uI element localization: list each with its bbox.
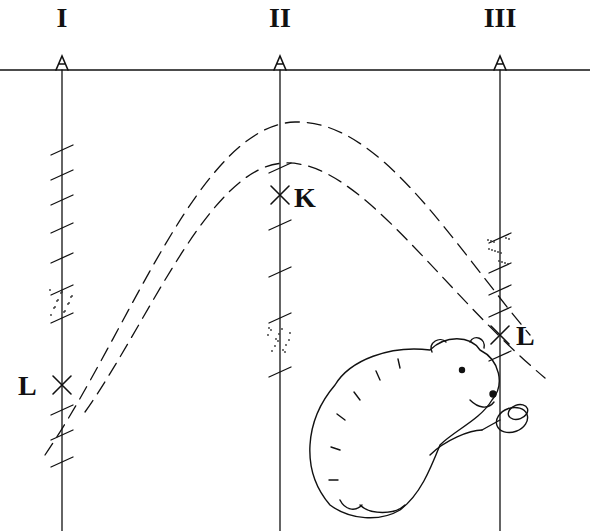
survey-markers [56, 56, 506, 70]
borehole-number: III [484, 4, 517, 32]
ground-line [0, 69, 590, 71]
bear-figure [310, 338, 531, 518]
marker-crosses [53, 186, 509, 394]
fold-curves [45, 122, 545, 455]
marker-letter: L [516, 322, 535, 350]
borehole-lines [62, 70, 500, 531]
sandstone-dots [49, 237, 510, 353]
marker-letter: K [294, 184, 316, 212]
borehole-number: I [57, 4, 68, 32]
marker-letter: L [18, 372, 37, 400]
layer-ticks [51, 145, 511, 467]
borehole-number: II [269, 4, 291, 32]
